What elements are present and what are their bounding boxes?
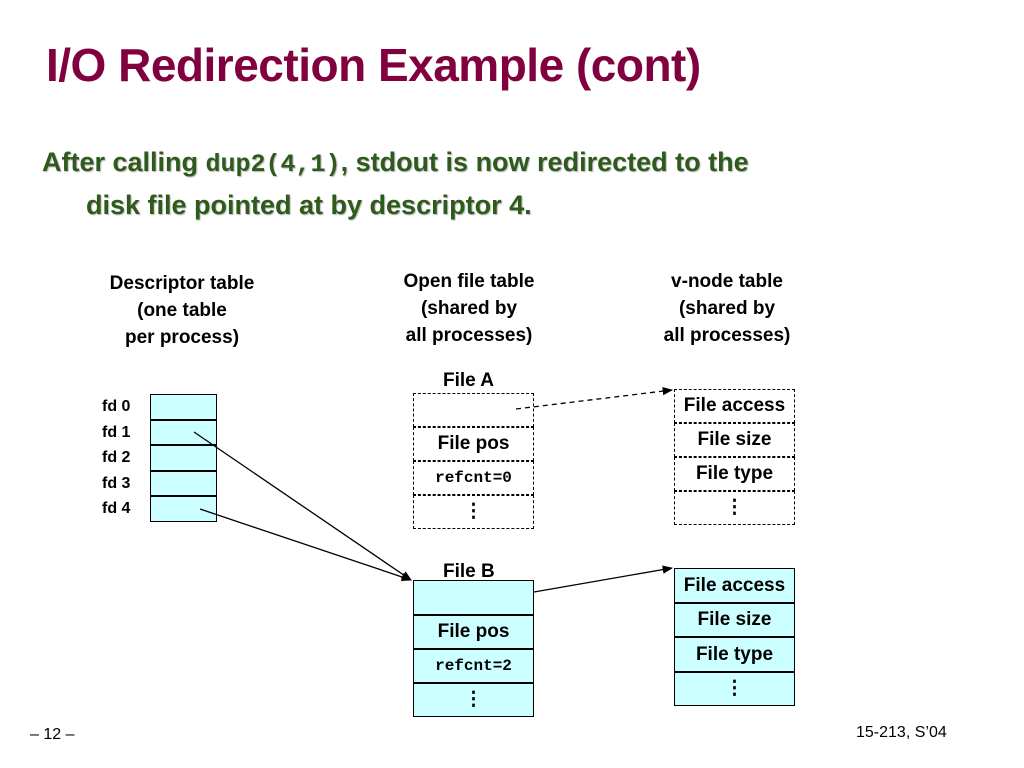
file-b-more-cell [413, 683, 534, 717]
vnode-a-type-cell [674, 457, 795, 491]
vnode-a-more-cell [674, 491, 795, 525]
vnode-a-type: File type [695, 463, 774, 484]
file-b-more: ⋮ [464, 689, 483, 710]
vnode-b-access-cell [674, 568, 795, 603]
file-a-pos-cell [413, 427, 534, 461]
fd-3-label: fd 3 [102, 475, 131, 492]
fd-4-slot [150, 496, 217, 522]
file-a-more-cell [413, 495, 534, 529]
open-file-table-header: Open file table (shared by all processes… [403, 271, 535, 346]
fd-2-slot [150, 445, 217, 471]
file-b-pos: File pos [437, 621, 510, 642]
vnode-a-access: File access [683, 395, 786, 416]
fd4-to-file-b-arrow [199, 508, 412, 581]
file-a-to-vnode-a-arrow [515, 387, 674, 410]
fd-0-label: fd 0 [102, 398, 131, 415]
page-number: – 12 – [30, 726, 75, 743]
vnode-b-more-cell [674, 672, 795, 706]
file-b-vnode-pointer [413, 580, 534, 615]
fd-4-label: fd 4 [102, 500, 131, 517]
fd1-to-file-b-arrow [193, 431, 412, 581]
file-b-to-vnode-b-arrow [533, 565, 674, 593]
fd-1-label: fd 1 [102, 424, 131, 441]
file-a-pos: File pos [437, 433, 510, 454]
vnode-b-type-cell [674, 637, 795, 672]
bullet-point: After calling dup2(4,1), stdout is now r… [42, 142, 982, 225]
file-a-more: ⋮ [464, 501, 483, 522]
file-b-refcnt: refcnt=2 [435, 657, 512, 675]
file-b-refcnt-cell [413, 649, 534, 683]
course-label: 15-213, S’04 [856, 724, 947, 741]
vnode-b-more: ⋮ [725, 678, 744, 699]
file-b-label: File B [443, 561, 495, 582]
bullet-text-line2: disk file pointed at by descriptor 4. [86, 190, 532, 220]
vnode-a-more: ⋮ [725, 497, 744, 518]
vnode-b-type: File type [695, 644, 774, 665]
file-a-refcnt: refcnt=0 [435, 469, 512, 487]
bullet-text-after: , stdout is now redirected to the [340, 147, 749, 177]
fd-3-slot [150, 471, 217, 496]
file-a-vnode-pointer [413, 393, 534, 427]
vnode-a-size: File size [697, 429, 772, 450]
bullet-text-before: After calling [42, 147, 206, 177]
file-a-refcnt-cell [413, 461, 534, 495]
vnode-table-header: v-node table (shared by all processes) [663, 271, 791, 346]
fd-2-label: fd 2 [102, 449, 131, 466]
file-b-pos-cell [413, 615, 534, 649]
fd-0-slot [150, 394, 217, 420]
bullet-code: dup2(4,1) [205, 150, 341, 179]
vnode-a-access-cell [674, 389, 795, 423]
vnode-a-size-cell [674, 423, 795, 457]
descriptor-table-header: Descriptor table (one table per process) [109, 273, 255, 348]
vnode-b-access: File access [683, 575, 786, 596]
slide-title: I/O Redirection Example (cont) [46, 39, 701, 91]
file-a-label: File A [443, 370, 495, 391]
vnode-b-size: File size [697, 609, 772, 630]
vnode-b-size-cell [674, 603, 795, 637]
